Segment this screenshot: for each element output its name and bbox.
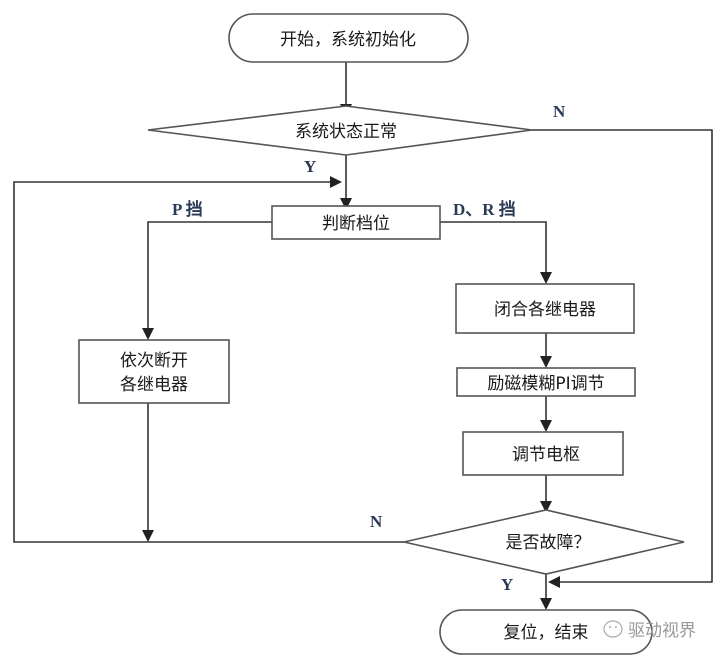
connector-gear-p [147,221,272,334]
fault-no-label: N [370,512,383,531]
judge-gear-label: 判断档位 [322,214,390,234]
status-yes-label: Y [304,157,316,176]
status-no-label: N [553,102,566,121]
arrow-head [142,328,154,340]
end-label: 复位，结束 [504,623,589,643]
gear-dr-label: D、R 挡 [453,199,516,219]
fault-yes-label: Y [501,575,513,594]
arrow-head [142,530,154,542]
arrow-head [540,272,552,284]
armature-label: 调节电枢 [512,445,580,465]
watermark-text: 驱动视界 [628,621,696,641]
start-label: 开始，系统初始化 [280,30,416,50]
close-relays-label: 闭合各继电器 [494,300,596,320]
status-decision [147,105,533,156]
open-relays-box [78,339,230,404]
start-terminator [228,13,469,63]
close-relays-box [455,283,635,334]
arrow-head [548,576,560,588]
wechat-icon [603,620,623,638]
arrow-head [540,501,552,513]
connector-loop-back [13,181,338,543]
arrow-head [540,598,552,610]
arrow-head [340,198,352,210]
end-terminator [439,609,653,655]
gear-p-label: P 挡 [172,199,203,219]
fault-decision [403,509,685,575]
open-relays-label-2: 各继电器 [120,375,188,395]
excitation-pi-box [456,367,636,397]
status-label: 系统状态正常 [295,122,397,142]
arrow-head [330,176,342,188]
excitation-pi-label: 励磁模糊PI调节 [487,374,604,394]
arrow-head [540,420,552,432]
connector-gear-dr [440,221,547,278]
connector-status-no [532,129,713,583]
arrow-head [540,356,552,368]
open-relays-label-1: 依次断开 [120,351,188,371]
fault-label: 是否故障？ [506,533,591,553]
armature-box [462,431,624,476]
judge-gear-box [271,205,441,240]
